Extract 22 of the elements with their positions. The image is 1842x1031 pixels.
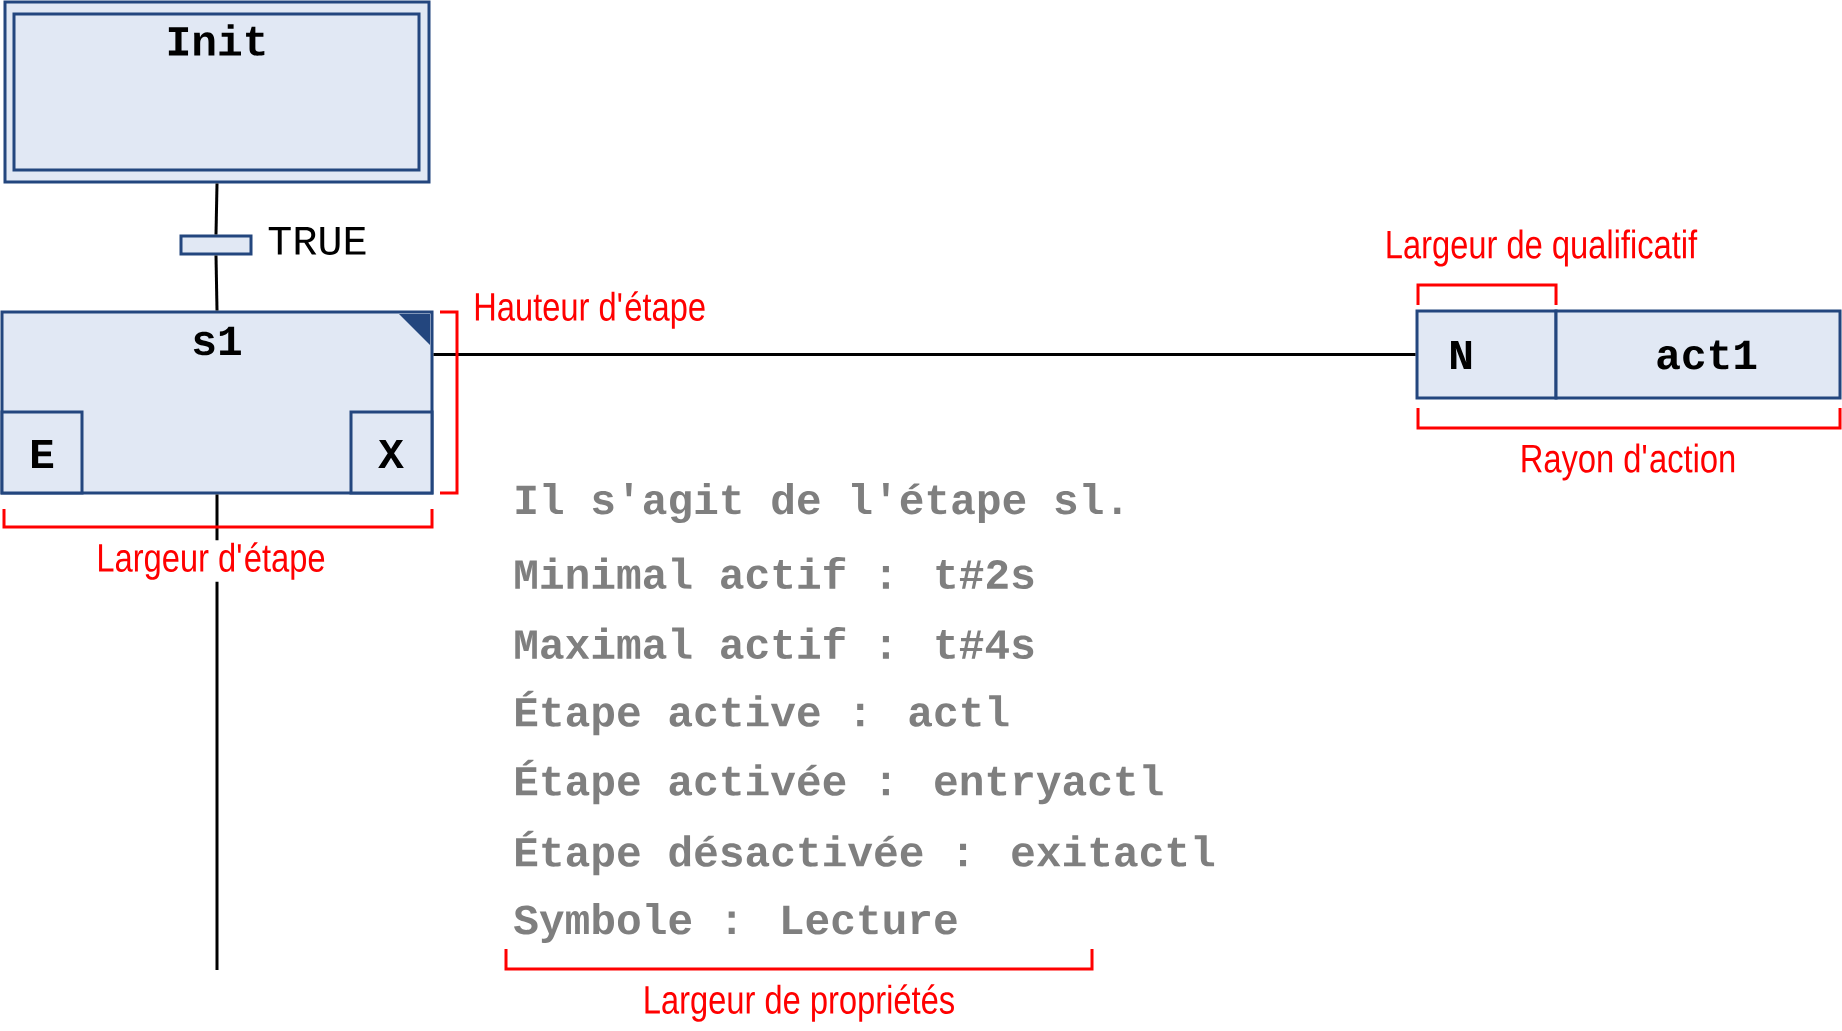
initial-step-box: Init bbox=[3, 0, 431, 184]
transition-bar: TRUE bbox=[179, 227, 366, 256]
property-text: Étape active : actl bbox=[516, 690, 1009, 736]
property-text: Il s'agit de l'étape sl. bbox=[516, 482, 1121, 524]
dimension-label: Largeur d'étape bbox=[94, 540, 328, 582]
property-text: Étape activée : entryactl bbox=[516, 759, 1163, 805]
exit-action-box: X bbox=[349, 410, 434, 495]
connector-line bbox=[214, 183, 219, 235]
dimension-label: Largeur de propriétés bbox=[640, 982, 958, 1024]
property-text: Symbole : Lecture bbox=[514, 903, 957, 943]
dimension-label: Largeur de qualificatif bbox=[1382, 227, 1700, 269]
qualifier-box: N bbox=[1415, 309, 1558, 400]
property-text: Minimal actif : t#2s bbox=[515, 556, 1034, 590]
property-text: Maximal actif : t#4s bbox=[515, 626, 1034, 660]
node-label: TRUE bbox=[268, 227, 366, 255]
dimension-label: Rayon d'action bbox=[1517, 441, 1739, 483]
connector-line bbox=[215, 494, 219, 970]
entry-action-box: E bbox=[0, 410, 84, 495]
property-text: Étape désactivée : exitactl bbox=[516, 830, 1215, 876]
connector-line bbox=[214, 255, 219, 311]
connector-line bbox=[433, 353, 1416, 356]
dimension-label: Hauteur d'étape bbox=[471, 289, 709, 331]
